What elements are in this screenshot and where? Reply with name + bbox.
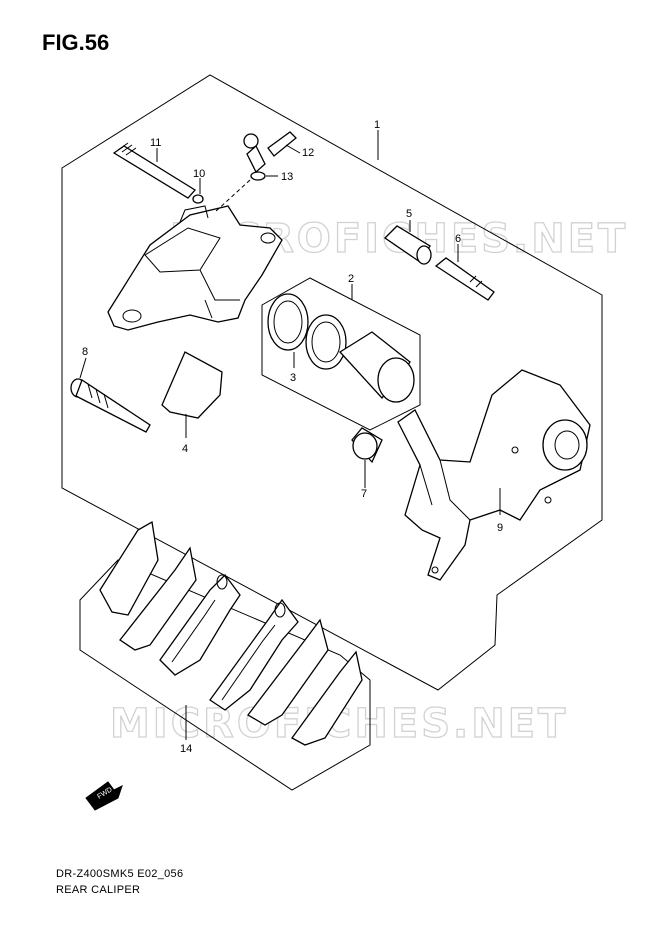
- brake-pad-left: [159, 574, 241, 676]
- pin-bolt: [434, 257, 495, 301]
- fwd-arrow-icon: FWD: [85, 781, 123, 811]
- pad-spring: [161, 351, 223, 419]
- bleeder-screw: [112, 142, 196, 199]
- piston-seals: [267, 293, 347, 370]
- callout-11: 11: [150, 137, 161, 149]
- washer: [192, 194, 204, 204]
- piston-group-frame: [261, 277, 421, 431]
- brake-pad-right: [209, 598, 299, 711]
- boot: [383, 225, 432, 265]
- pad-shims-left: [99, 520, 197, 651]
- callout-7: 7: [361, 488, 367, 500]
- callout-14: 14: [180, 743, 192, 755]
- callout-5: 5: [406, 208, 412, 220]
- callout-6: 6: [455, 233, 461, 245]
- slide-pin: [70, 378, 151, 433]
- callout-13: 13: [281, 171, 293, 183]
- callout-12: 12: [302, 147, 314, 159]
- pad-group-frame: [79, 559, 371, 791]
- pad-shims-right: [247, 618, 363, 746]
- callout-8: 8: [82, 346, 88, 358]
- figure-title: FIG.56: [42, 30, 110, 55]
- callout-3: 3: [290, 372, 296, 384]
- leader-lines: [79, 130, 501, 740]
- callout-2: 2: [348, 273, 354, 285]
- hose-joint: [243, 131, 297, 181]
- callout-1: 1: [374, 119, 380, 131]
- piston: [338, 331, 415, 403]
- caliper-body: [107, 205, 283, 331]
- callout-9: 9: [497, 522, 503, 534]
- callout-10: 10: [193, 168, 205, 180]
- caliper-bracket: [397, 369, 591, 581]
- section-name: REAR CALIPER: [56, 884, 141, 896]
- model-code: DR-Z400SMK5 E02_056: [56, 868, 184, 880]
- caliper-boot: [351, 427, 383, 464]
- callout-4: 4: [182, 443, 188, 455]
- hose-joint-guide-line: [214, 179, 251, 213]
